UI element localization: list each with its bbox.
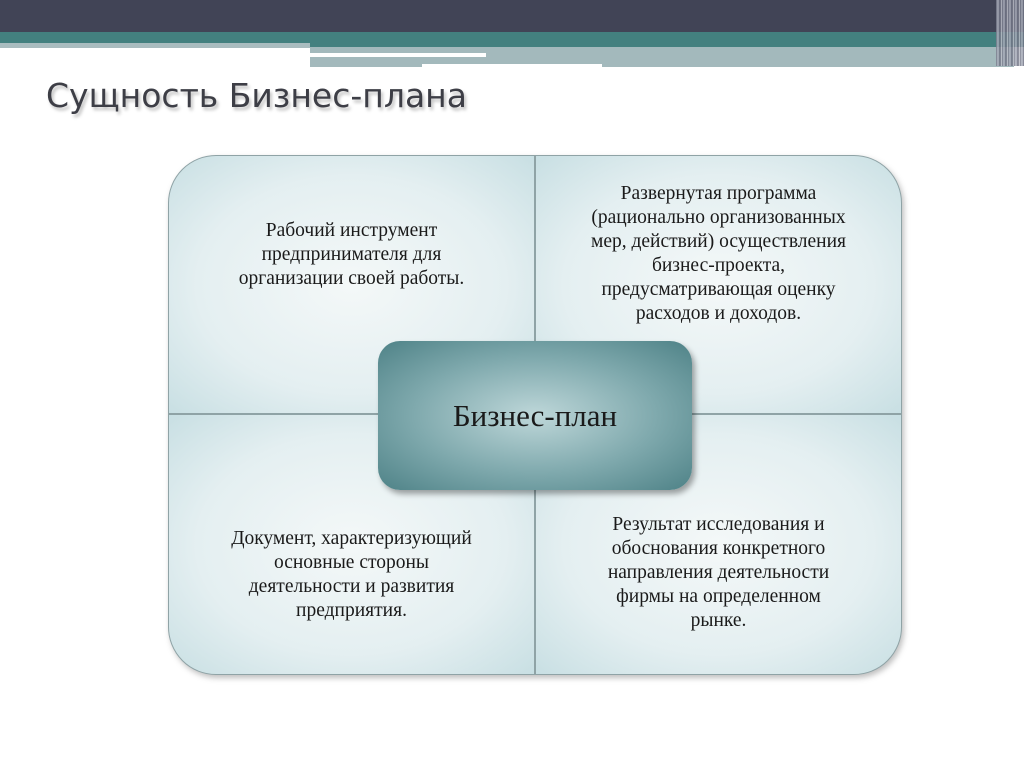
slide-title: Сущность Бизнес-плана (46, 76, 467, 115)
quadrant-text: Рабочий инструмент предпринимателя для о… (238, 219, 465, 289)
header-light-bar-left (0, 43, 310, 48)
header-dark-band (0, 0, 1024, 32)
center-node-business-plan: Бизнес-план (378, 341, 692, 490)
quadrant-text: Документ, характеризующий основные сторо… (231, 527, 472, 621)
header-light-bar-right (310, 47, 1014, 67)
header-white-patch (422, 64, 602, 68)
header-white-line (310, 53, 486, 57)
quadrant-top-right: Развернутая программа (рационально орган… (535, 155, 902, 414)
quadrant-text: Результат исследования и обоснования кон… (607, 513, 830, 631)
center-node-label: Бизнес-план (452, 397, 618, 433)
quadrant-text: Развернутая программа (рационально орган… (590, 182, 847, 324)
header-stripes-decoration (996, 0, 1024, 66)
